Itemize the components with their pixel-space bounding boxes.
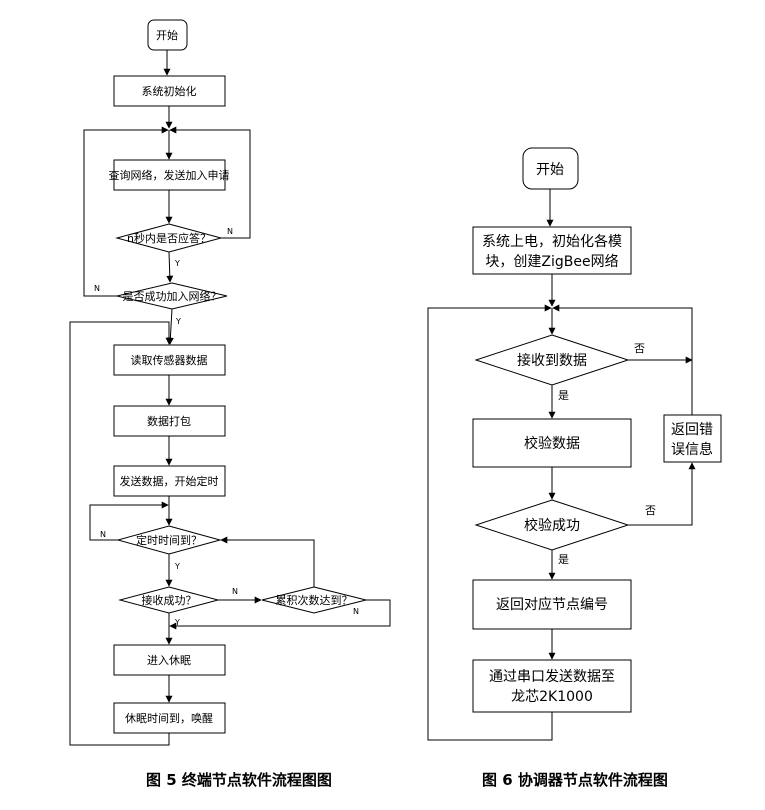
f6-return-node-box xyxy=(472,579,632,630)
f5-timer-label: 定时时间到？ xyxy=(136,533,202,547)
f5-edge-count-no-loop xyxy=(220,536,315,587)
f6-label-yes-2: 是 xyxy=(558,553,569,566)
f5-sleep-box xyxy=(113,644,226,676)
f5-edge-joined-read xyxy=(166,308,174,345)
figure-6-coordinator-node-flowchart: 开始 系统上电，初始化各模 块，创建ZigBee网络 接收到数据 校验数据 校验… xyxy=(427,147,722,789)
f5-query-label: 查询网络，发送加入申请 xyxy=(109,168,230,182)
f5-recv-ok-label: 接收成功？ xyxy=(142,593,197,607)
f5-joined-label: 是否成功加入网络？ xyxy=(123,289,222,303)
f6-start-label: 开始 xyxy=(536,162,564,178)
f6-error-box xyxy=(663,414,722,463)
f5-pack-label: 数据打包 xyxy=(147,414,191,428)
f5-edge-nsec-joined xyxy=(166,251,174,283)
f5-read-label: 读取传感器数据 xyxy=(131,353,208,367)
f5-read-box xyxy=(113,344,226,376)
f6-edge-send-loop xyxy=(427,304,553,741)
f5-label-y-4: Y xyxy=(174,618,180,627)
f6-recv-label: 接收到数据 xyxy=(517,352,587,369)
f5-count-label: 累积次数达到？ xyxy=(276,593,353,607)
f5-start-label: 开始 xyxy=(156,28,178,42)
f6-init-label-line1: 系统上电，初始化各模 xyxy=(482,233,622,250)
f5-label-n-5: N xyxy=(353,607,359,616)
f6-send-box xyxy=(472,659,632,713)
f6-label-yes-1: 是 xyxy=(558,389,569,402)
f6-caption: 图 6 协调器节点软件流程图 xyxy=(482,771,668,789)
figure-5-terminal-node-flowchart: 开始 系统初始化 查询网络，发送加入申请 n秒内是否应答？ 是否成功加入网络？ … xyxy=(69,19,391,789)
f6-verify-box xyxy=(472,418,632,468)
f6-edge-error-loop xyxy=(552,304,693,415)
f6-verify-label: 校验数据 xyxy=(524,435,580,452)
f6-send-label-line2: 龙芯2K1000 xyxy=(511,689,593,705)
f5-label-n-2: N xyxy=(94,284,100,293)
f5-caption: 图 5 终端节点软件流程图图 xyxy=(146,771,332,789)
f5-n-sec-label: n秒内是否应答？ xyxy=(127,231,211,245)
f5-send-box xyxy=(113,465,226,497)
f5-label-y-3: Y xyxy=(174,562,180,571)
f5-label-n-1: N xyxy=(227,227,233,236)
f5-init-label: 系统初始化 xyxy=(142,84,197,98)
f6-verify-ok-label: 校验成功 xyxy=(524,517,580,534)
f5-send-label: 发送数据，开始定时 xyxy=(120,474,219,488)
f5-edge-nsec-no-loop xyxy=(169,126,251,239)
f5-edge-count-yes xyxy=(169,599,391,630)
f5-label-n-4: N xyxy=(232,587,238,596)
f6-init-box xyxy=(472,226,632,275)
f5-query-box xyxy=(113,159,226,191)
f5-count-decision xyxy=(261,586,367,614)
f6-return-node-label: 返回对应节点编号 xyxy=(496,596,608,613)
f6-init-label-line2: 块，创建ZigBee网络 xyxy=(485,254,618,270)
f5-wake-label: 休眠时间到，唤醒 xyxy=(125,711,213,725)
f6-error-label-line1: 返回错 xyxy=(671,422,713,438)
f6-error-label-line2: 误信息 xyxy=(671,441,713,458)
f5-edge-joined-no-loop xyxy=(83,126,169,297)
f6-edge-verify-no xyxy=(628,462,696,526)
f5-edge-wake-loop xyxy=(69,321,173,746)
f5-label-n-3: N xyxy=(100,530,106,539)
f6-label-no-2: 否 xyxy=(645,504,656,517)
f5-init-box xyxy=(113,75,226,107)
f5-label-y-1: Y xyxy=(174,259,180,268)
f5-edge-timer-no-loop xyxy=(89,501,169,541)
f5-wake-box xyxy=(113,702,226,734)
f6-send-label-line1: 通过串口发送数据至 xyxy=(489,669,615,685)
f6-label-no-1: 否 xyxy=(634,342,645,355)
f5-sleep-label: 进入休眠 xyxy=(147,654,191,667)
f5-label-y-2: Y xyxy=(175,317,181,326)
f5-pack-box xyxy=(113,405,226,437)
